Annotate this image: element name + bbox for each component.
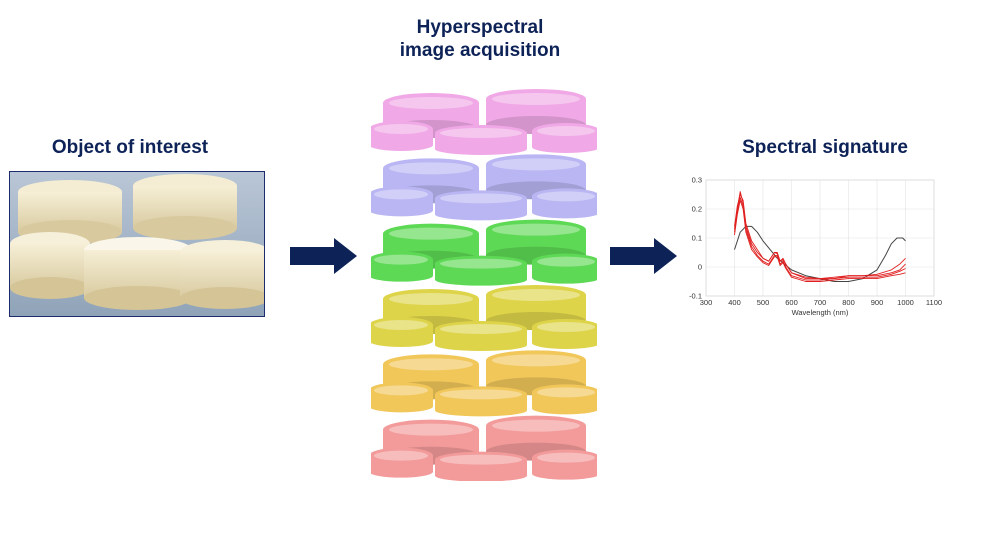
band-red: [369, 415, 600, 482]
spectral-signature-title: Spectral signature: [742, 137, 908, 158]
sample-spectrum-line: [734, 199, 906, 282]
image-acquisition-title-line1: Hyperspectral: [416, 17, 544, 38]
y-tick-label: 0.3: [692, 176, 702, 185]
cheese-photo: [9, 171, 265, 317]
x-tick-label: 1100: [926, 298, 942, 307]
sample-spectrum-line: [734, 194, 906, 280]
band-green: [369, 219, 600, 286]
spectral-chart-svg: 300 400 500 600 700 800 900 1000 1100 0.3 0.2 0.1 0 -…: [689, 176, 942, 318]
x-axis-label: Wavelength (nm): [792, 308, 849, 317]
x-tick-label: 900: [871, 298, 884, 307]
arrow-right-icon: [290, 238, 357, 274]
arrow-right-icon: [610, 238, 677, 274]
x-tick-label: 700: [814, 298, 827, 307]
y-tick-label: 0.1: [692, 234, 702, 243]
band-yellow: [369, 285, 600, 351]
y-tick-label: -0.1: [689, 292, 702, 301]
x-tick-label: 1000: [897, 298, 914, 307]
band-pink: [369, 89, 600, 155]
x-tick-label: 600: [785, 298, 798, 307]
y-tick-label: 0.2: [692, 205, 702, 214]
hyperspectral-bands: [369, 89, 600, 482]
cheese-illustration: [10, 172, 264, 316]
band-lavender: [369, 154, 600, 221]
image-acquisition-title-line2: image acquisition: [399, 40, 561, 61]
hyperspectral-image-stack: [369, 89, 600, 482]
x-tick-label: 500: [757, 298, 770, 307]
image-acquisition-title: Hyperspectral image acquisition: [350, 16, 610, 62]
object-of-interest-title: Object of interest: [51, 137, 209, 158]
band-orange-yellow: [369, 350, 600, 417]
spectral-signature-chart: 300 400 500 600 700 800 900 1000 1100 0.3 0.2 0.1 0 -…: [672, 170, 952, 320]
y-tick-label: 0: [698, 263, 702, 272]
x-tick-label: 400: [728, 298, 741, 307]
x-tick-label: 300: [700, 298, 713, 307]
x-tick-label: 800: [842, 298, 855, 307]
